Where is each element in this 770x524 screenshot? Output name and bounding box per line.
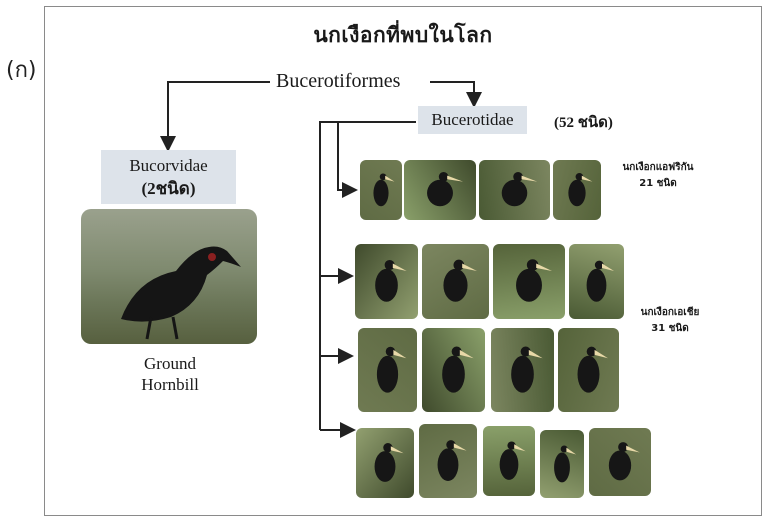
bird-silhouette-icon xyxy=(493,244,565,319)
bird-photo xyxy=(553,160,601,220)
bird-silhouette-icon xyxy=(404,160,476,220)
bird-photo xyxy=(422,244,489,319)
bird-silhouette-icon xyxy=(419,424,477,498)
caption-line-1: Ground xyxy=(120,353,220,374)
bird-photo xyxy=(493,244,565,319)
group-label-african: นกเงือกแอฟริกัน 21 ชนิด xyxy=(612,160,704,192)
bird-silhouette-icon xyxy=(569,244,624,319)
family-count-bucerotidae: (52 ชนิด) xyxy=(554,110,613,134)
bird-silhouette-icon xyxy=(479,160,550,220)
bird-photo xyxy=(479,160,550,220)
group-name: นกเงือกแอฟริกัน xyxy=(612,160,704,176)
family-count-bucorvidae: (2ชนิด) xyxy=(101,177,236,200)
group-count: 21 ชนิด xyxy=(612,176,704,192)
bird-photo xyxy=(419,424,477,498)
bird-silhouette-icon xyxy=(422,244,489,319)
family-box-bucorvidae: Bucorvidae (2ชนิด) xyxy=(101,150,236,204)
bird-photo xyxy=(422,328,485,412)
bird-photo xyxy=(483,426,535,496)
bird-photo xyxy=(360,160,402,220)
bird-photo xyxy=(358,328,417,412)
bird-photo xyxy=(589,428,651,496)
connector-african-row xyxy=(320,122,354,190)
group-count: 31 ชนิด xyxy=(632,321,708,337)
ground-hornbill-caption: Ground Hornbill xyxy=(120,353,220,395)
bird-silhouette-icon xyxy=(553,160,601,220)
ground-hornbill-photo xyxy=(81,209,257,344)
bird-silhouette-icon xyxy=(483,426,535,496)
order-label: Bucerotiformes xyxy=(272,70,404,93)
bird-photo xyxy=(355,244,418,319)
connector-order-to-bucorvidae xyxy=(168,82,270,148)
bird-photo xyxy=(356,428,414,498)
bird-silhouette-icon xyxy=(358,328,417,412)
bird-silhouette-icon xyxy=(491,328,554,412)
bird-silhouette-icon xyxy=(356,428,414,498)
bird-silhouette-icon xyxy=(355,244,418,319)
bird-photo xyxy=(491,328,554,412)
group-name: นกเงือกเอเชีย xyxy=(632,305,708,321)
caption-line-2: Hornbill xyxy=(120,374,220,395)
group-label-asian: นกเงือกเอเชีย 31 ชนิด xyxy=(632,305,708,337)
bird-photo xyxy=(540,430,584,498)
bird-silhouette-icon xyxy=(540,430,584,498)
connector-order-to-bucerotidae xyxy=(430,82,474,104)
bird-silhouette-icon xyxy=(558,328,619,412)
bird-photo xyxy=(569,244,624,319)
family-box-bucerotidae: Bucerotidae xyxy=(418,106,527,134)
hornbill-silhouette-icon xyxy=(81,209,257,344)
bird-photo xyxy=(404,160,476,220)
bird-silhouette-icon xyxy=(589,428,651,496)
family-name-bucorvidae: Bucorvidae xyxy=(101,154,236,177)
bird-silhouette-icon xyxy=(422,328,485,412)
bird-photo xyxy=(558,328,619,412)
bird-silhouette-icon xyxy=(360,160,402,220)
